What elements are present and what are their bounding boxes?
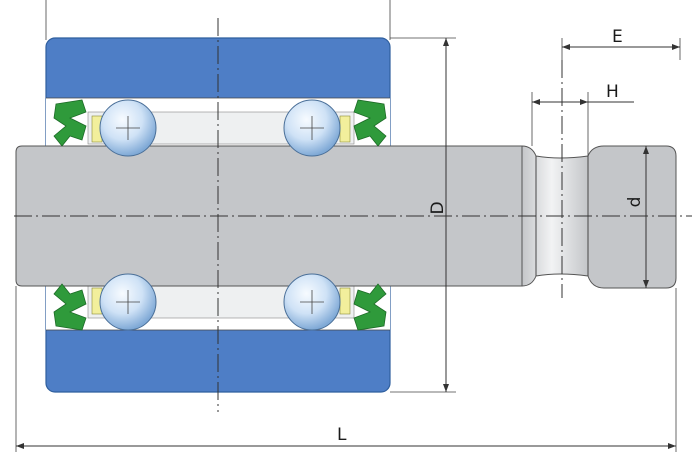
label-L: L bbox=[337, 425, 347, 445]
label-H: H bbox=[606, 82, 619, 102]
seal-top-right bbox=[339, 99, 387, 147]
top-extension-lines bbox=[45, 0, 391, 40]
dimension-E: E bbox=[561, 27, 681, 60]
ball-bottom-right bbox=[283, 273, 341, 331]
dimension-H: H bbox=[531, 82, 634, 156]
label-d: d bbox=[625, 197, 645, 208]
dimension-L: L bbox=[15, 286, 677, 452]
dimension-D: D bbox=[390, 37, 456, 393]
ball-bottom-left bbox=[99, 273, 157, 331]
shaft-end bbox=[587, 145, 677, 289]
seal-bottom-left bbox=[53, 283, 103, 331]
seals bbox=[53, 99, 387, 331]
label-D: D bbox=[428, 201, 448, 214]
ball-top-left bbox=[99, 99, 157, 157]
balls bbox=[99, 99, 341, 331]
ball-top-right bbox=[283, 99, 341, 157]
dimension-d: d bbox=[625, 146, 649, 288]
seal-bottom-right bbox=[339, 283, 387, 331]
label-E: E bbox=[612, 27, 623, 47]
shaft bbox=[15, 145, 677, 289]
center-lines bbox=[14, 18, 692, 412]
seal-top-left bbox=[53, 99, 103, 147]
